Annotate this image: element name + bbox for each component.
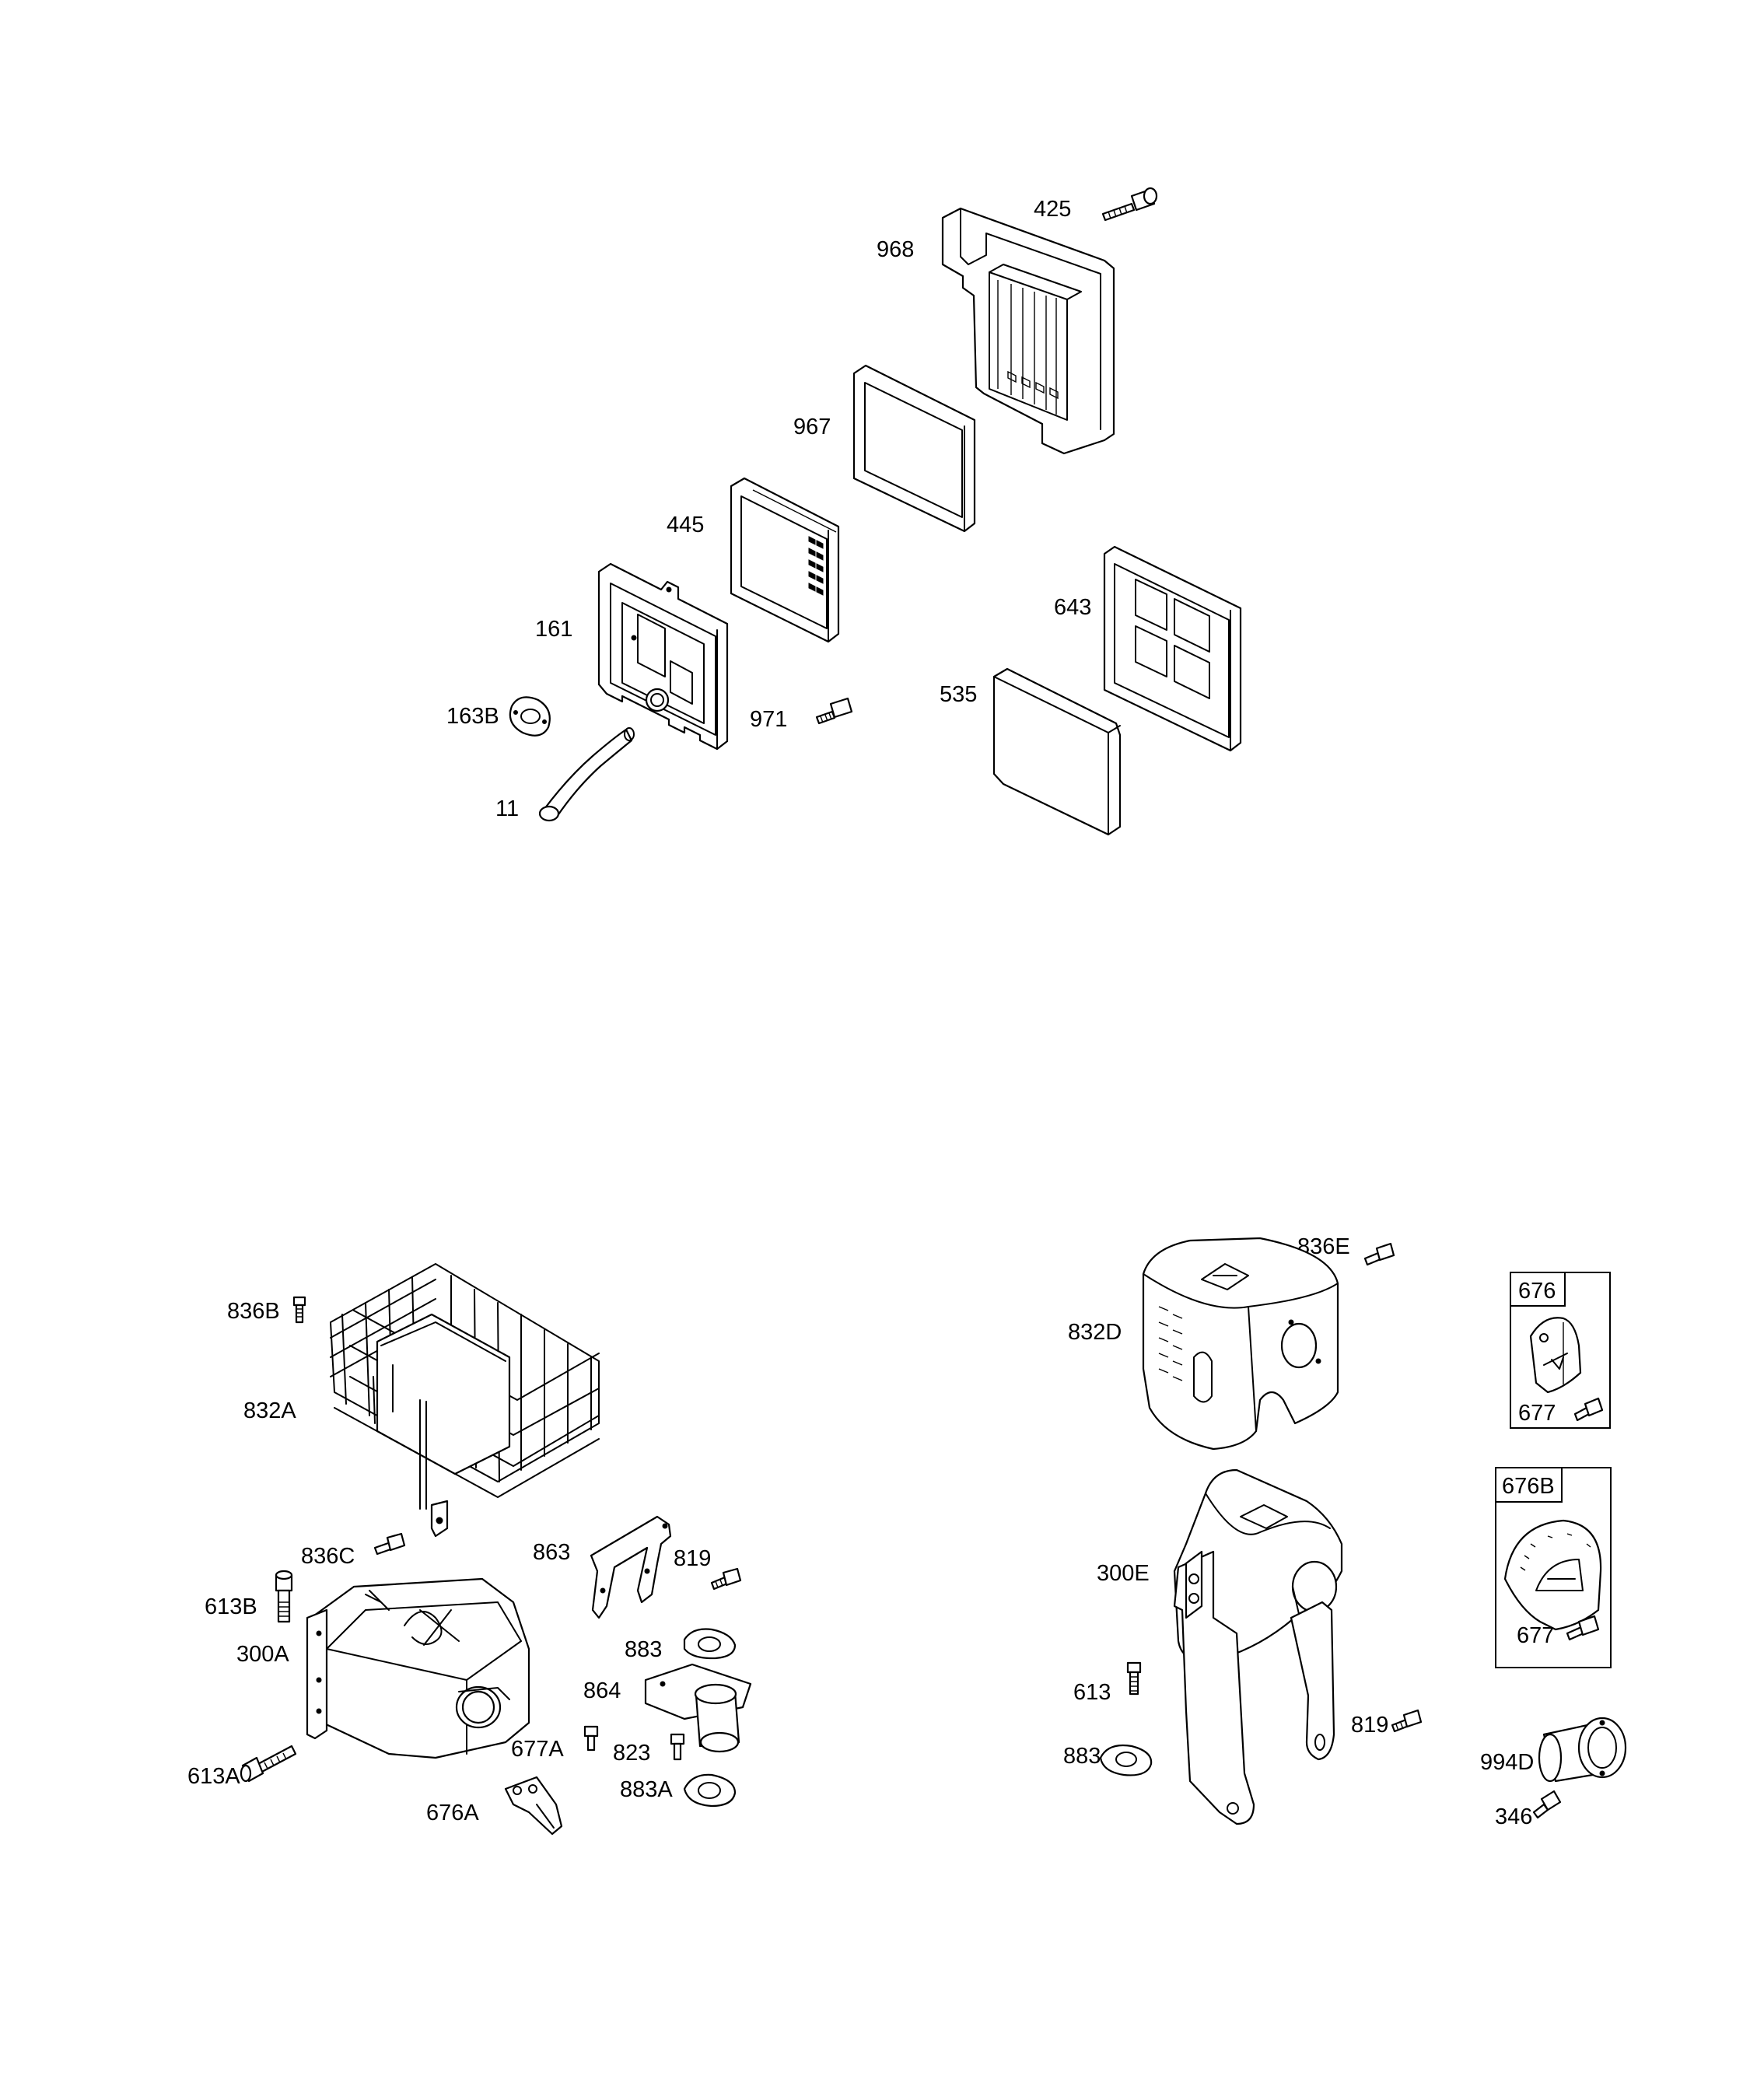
label-823: 823 <box>613 1741 650 1766</box>
part-676B-deflector <box>1503 1519 1602 1631</box>
label-163B: 163B <box>446 704 499 729</box>
label-819a: 819 <box>674 1546 711 1571</box>
label-613: 613 <box>1073 1680 1111 1705</box>
part-677-screw-1 <box>1573 1397 1604 1422</box>
label-832D: 832D <box>1068 1320 1122 1345</box>
part-163B-gasket <box>509 696 551 737</box>
part-677A-screw <box>583 1725 599 1752</box>
part-676-deflector <box>1529 1317 1582 1394</box>
part-11-hose <box>538 727 635 822</box>
part-836E-screw <box>1363 1242 1395 1266</box>
kit-676B-label-677: 677 <box>1517 1623 1554 1648</box>
part-971-screw <box>815 697 853 725</box>
part-832A-guard <box>330 1263 600 1538</box>
part-968-cover <box>941 207 1115 455</box>
label-11: 11 <box>495 796 519 821</box>
label-445: 445 <box>667 513 704 537</box>
part-819-screw-a <box>710 1567 742 1591</box>
label-968: 968 <box>877 237 914 262</box>
part-967-precleaner <box>852 364 976 533</box>
part-994D-arrester <box>1538 1717 1627 1783</box>
muffler-a-group: 836B 832A 836C <box>187 1263 752 1836</box>
label-832A: 832A <box>243 1398 296 1423</box>
part-346-screw <box>1532 1790 1562 1819</box>
part-832D-shield <box>1142 1237 1339 1451</box>
kit-676-title: 676 <box>1518 1279 1556 1304</box>
label-613B: 613B <box>205 1594 257 1619</box>
kit-676B-box: 676B 677 <box>1495 1467 1612 1668</box>
kit-676-label-677: 677 <box>1518 1401 1556 1426</box>
part-300E-muffler <box>1173 1468 1343 1825</box>
part-300A-muffler <box>306 1577 530 1759</box>
part-836B-screw <box>292 1296 306 1324</box>
part-883-gasket-e <box>1099 1744 1153 1776</box>
part-425-screw <box>1101 187 1158 222</box>
part-864-pipe <box>644 1663 752 1753</box>
label-346: 346 <box>1495 1804 1532 1829</box>
label-863: 863 <box>533 1540 570 1565</box>
label-535: 535 <box>940 682 977 707</box>
part-613-screw <box>1126 1661 1142 1696</box>
air-cleaner-group: 425 968 967 445 <box>446 187 1242 836</box>
label-836C: 836C <box>301 1544 355 1569</box>
part-883A-gasket <box>683 1773 737 1808</box>
label-643: 643 <box>1054 595 1091 620</box>
label-967: 967 <box>793 415 831 439</box>
label-883A: 883A <box>620 1777 673 1802</box>
label-613A: 613A <box>187 1764 240 1789</box>
muffler-e-group: 836E 832D <box>1063 1234 1627 1829</box>
label-819e: 819 <box>1351 1713 1388 1738</box>
label-300A: 300A <box>236 1642 289 1667</box>
kit-676B-title: 676B <box>1502 1474 1555 1499</box>
part-819-screw-e <box>1391 1709 1423 1733</box>
part-676A-deflector <box>504 1776 563 1836</box>
part-823-screw <box>670 1733 685 1761</box>
part-836C-screw <box>373 1532 406 1556</box>
part-161-base <box>597 562 729 751</box>
part-445-filter <box>730 477 840 643</box>
kit-676-box: 676 677 <box>1510 1272 1611 1429</box>
part-883-gasket-a <box>683 1628 737 1660</box>
part-643-cover <box>1103 545 1242 752</box>
label-883e: 883 <box>1063 1744 1101 1769</box>
part-613A-bolt <box>240 1745 297 1783</box>
part-613B-bolt <box>275 1570 293 1623</box>
label-864: 864 <box>583 1678 621 1703</box>
label-300E: 300E <box>1097 1561 1150 1586</box>
label-883a: 883 <box>625 1637 662 1662</box>
label-425: 425 <box>1034 197 1071 222</box>
label-971: 971 <box>750 707 787 732</box>
label-994D: 994D <box>1480 1750 1534 1775</box>
part-863-bracket <box>590 1515 672 1619</box>
part-677-screw-2 <box>1566 1615 1600 1641</box>
label-836B: 836B <box>227 1299 280 1324</box>
label-677A: 677A <box>511 1737 564 1762</box>
label-676A: 676A <box>426 1801 479 1825</box>
label-161: 161 <box>535 617 572 642</box>
part-535-foam <box>992 667 1122 836</box>
